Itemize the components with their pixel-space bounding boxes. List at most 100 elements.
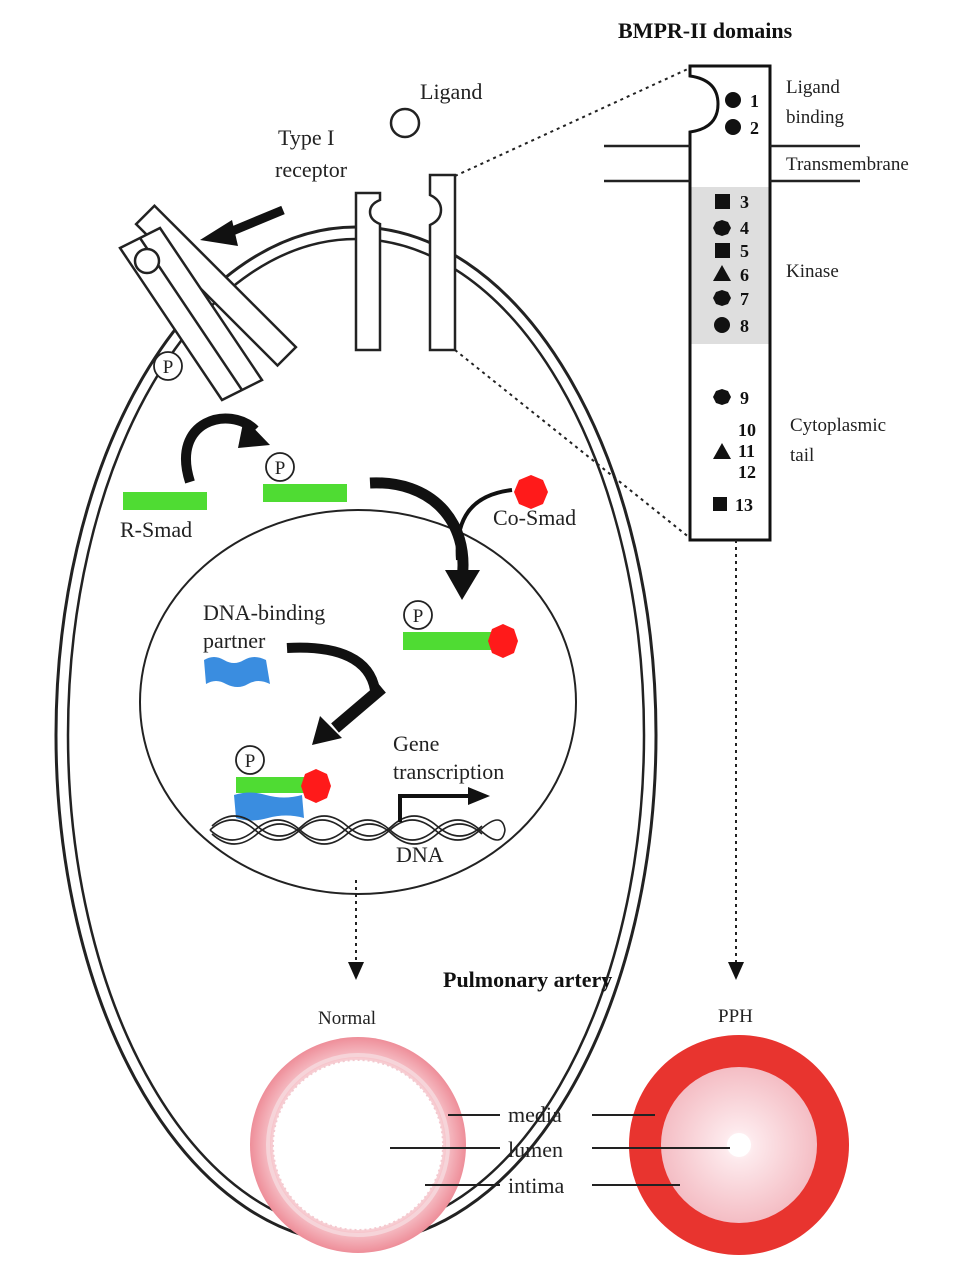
normal-lumen — [272, 1059, 444, 1231]
kinase-shading — [690, 187, 770, 344]
mutation-4-octagon — [713, 220, 731, 236]
domain-kinase: Kinase — [786, 261, 839, 282]
normal-intima — [266, 1053, 450, 1237]
domain-cytoplasmic-1: Cytoplasmic — [790, 415, 886, 436]
mutation-9-num: 9 — [740, 388, 749, 408]
nucleus — [139, 509, 577, 895]
domain-ligand-2: binding — [786, 107, 845, 128]
mutation-9-octagon — [713, 389, 731, 405]
svg-text:P: P — [163, 357, 174, 378]
r-smad: R-Smad — [120, 492, 207, 542]
ligand-label: Ligand — [420, 79, 482, 104]
artery-labels — [390, 1114, 730, 1186]
media-label: media — [508, 1102, 562, 1127]
dna-partner-shape — [204, 657, 270, 687]
mutation-11-triangle — [713, 443, 731, 459]
bmpr2-outline — [688, 64, 772, 542]
co-smad-label: Co-Smad — [493, 505, 576, 530]
normal-label: Normal — [318, 1008, 376, 1029]
panel-title: BMPR-II domains — [618, 18, 793, 43]
tx-r-smad-bar — [236, 777, 308, 793]
type1-receptor-label-2: receptor — [275, 157, 348, 182]
mutation-1-num: 1 — [750, 91, 759, 111]
phospho-r-smad — [265, 452, 295, 482]
dna-helix — [209, 815, 506, 845]
activated-complex: P — [118, 203, 298, 402]
mutation-3-num: 3 — [740, 192, 749, 212]
co-smad-octagon — [514, 475, 548, 509]
svg-text:P: P — [275, 458, 286, 479]
phospho-transcription — [235, 745, 265, 775]
ligand: Ligand — [389, 79, 482, 139]
pph-lumen — [727, 1133, 751, 1157]
smad-complex: P — [403, 600, 518, 658]
p-r-smad: P — [263, 452, 347, 502]
arrow-dna-binding — [331, 683, 386, 733]
mutation-5-square — [715, 243, 730, 258]
phospho-receptor — [153, 351, 183, 381]
mutation-11-num: 11 — [738, 441, 755, 461]
mutation-8-circle — [714, 317, 730, 333]
p-r-smad-bar — [263, 484, 347, 502]
mutation-2-circle — [725, 119, 741, 135]
gene-label-1: Gene — [393, 731, 439, 756]
type1-receptor-shape — [354, 191, 382, 352]
complex-co-smad — [488, 624, 518, 658]
lumen-label: lumen — [508, 1137, 563, 1162]
mutation-1-circle — [725, 92, 741, 108]
bmpr2-receptor-shape — [428, 173, 457, 352]
arrow-dna-binding-curve — [286, 642, 380, 692]
domain-ligand-1: Ligand — [786, 77, 840, 98]
mutation-2-num: 2 — [750, 118, 759, 138]
tx-co-smad — [301, 769, 331, 803]
r-smad-bar — [123, 492, 207, 510]
mutation-13-num: 13 — [735, 495, 753, 515]
gene-label-2: transcription — [393, 759, 504, 784]
intima-label: intima — [508, 1173, 564, 1198]
type1-receptor-label-1: Type I — [278, 125, 335, 150]
co-smad: Co-Smad — [493, 475, 576, 530]
arrow-cosmad-join — [455, 488, 513, 561]
arrow-complex-formation — [369, 477, 469, 581]
domain-transmembrane: Transmembrane — [786, 154, 909, 175]
mutation-7-octagon — [713, 290, 731, 306]
mutation-6-triangle — [713, 265, 731, 281]
dna-partner-label-2: partner — [203, 628, 266, 653]
pph-label: PPH — [718, 1006, 753, 1027]
activated-receptor-a — [134, 203, 298, 368]
transcription-complex: P — [234, 745, 331, 821]
bmpr2-domain-panel — [604, 64, 860, 542]
mutation-8-num: 8 — [740, 316, 749, 336]
mutation-4-num: 4 — [740, 218, 749, 238]
pph-artery — [629, 1035, 849, 1255]
mutation-12-num: 12 — [738, 462, 756, 482]
type1-receptor: Type I receptor — [275, 125, 382, 352]
zoom-line-bottom — [454, 349, 691, 539]
mutation-markers — [713, 92, 741, 511]
dna-partner-label-1: DNA-binding — [203, 600, 325, 625]
artery-title: Pulmonary artery — [443, 967, 612, 992]
dna-binding-partner: DNA-binding partner — [203, 600, 325, 687]
phospho-complex — [403, 600, 433, 630]
r-smad-label: R-Smad — [120, 517, 192, 542]
mutation-7-num: 7 — [740, 289, 749, 309]
tx-partner-shape — [234, 792, 304, 821]
mutation-6-num: 6 — [740, 265, 749, 285]
dna-label: DNA — [396, 842, 444, 867]
gene-transcription: Gene transcription — [393, 731, 504, 822]
zoom-line-top — [454, 67, 691, 177]
domain-cytoplasmic-2: tail — [790, 445, 814, 466]
svg-text:P: P — [245, 751, 256, 772]
activated-ligand — [133, 247, 161, 275]
mutation-10-num: 10 — [738, 420, 756, 440]
transcription-arrow — [398, 794, 470, 822]
svg-text:P: P — [413, 606, 424, 627]
mutation-13-square — [713, 497, 727, 511]
mutation-numbers: 1 2 3 4 5 6 7 8 9 10 11 12 13 — [735, 91, 759, 515]
ligand-circle — [389, 107, 421, 139]
normal-artery — [250, 1037, 466, 1253]
complex-r-smad-bar — [403, 632, 495, 650]
mutation-3-square — [715, 194, 730, 209]
arrow-activation — [228, 205, 285, 237]
